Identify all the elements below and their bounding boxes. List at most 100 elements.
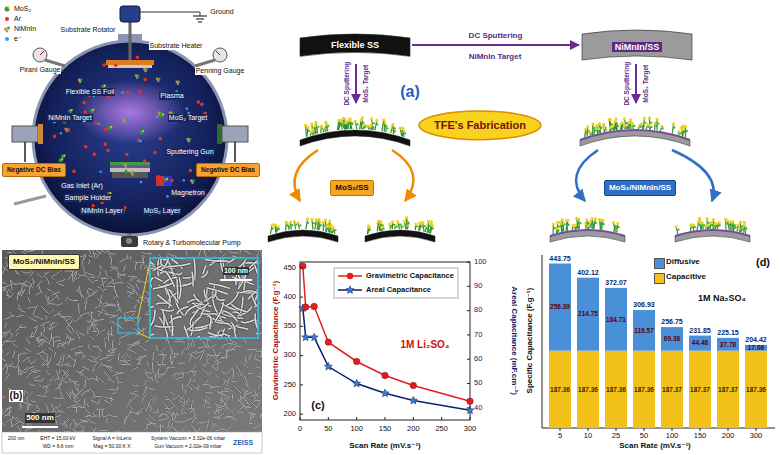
sem-image [206,419,208,429]
sem-image [156,345,157,351]
sem-image [120,364,131,366]
sem-image [89,336,94,340]
plasma-particle [71,109,73,111]
sem-image [261,414,262,421]
sem-image [261,361,262,365]
plasma-particle [157,175,161,179]
sem-image [70,423,72,428]
sem-image [112,322,121,326]
sem-image [54,397,64,399]
coated-foil [611,128,613,130]
sem-image [93,362,98,372]
coated-foil [656,119,657,131]
coated-foil [621,121,624,124]
process-arrow [355,64,357,103]
sem-image [106,418,108,424]
sem-image [17,308,25,312]
sem-image [175,421,182,422]
sem-image [222,430,228,432]
sem-image [220,347,224,349]
plasma-particle [127,117,130,120]
sem-image [24,390,26,395]
coated-foil [394,127,396,129]
sputtering-chamber [112,172,148,178]
sem-image [56,303,63,305]
sem-image [8,366,15,367]
coated-foil [291,224,293,226]
sem-image [245,357,247,364]
coated-foil [708,226,710,228]
coated-foil [426,227,428,229]
sem-image [97,271,101,278]
sem-image [185,251,187,255]
coated-foil [719,224,721,226]
sem-image [179,401,184,404]
coated-foil [432,227,434,229]
sem-image [17,291,19,300]
sem-image [82,256,85,265]
sputtering-chamber [193,15,207,16]
plasma-particle [114,63,118,67]
sem-image [114,285,116,292]
sem-image [220,347,224,349]
coated-foil [614,117,617,120]
sem-image [124,312,126,321]
sem-image [147,372,153,373]
sem-image [82,256,85,265]
sem-image [215,429,220,431]
coated-foil [644,122,646,124]
coated-foil [329,221,331,232]
plasma-particle [136,55,140,59]
sem-image [170,392,175,395]
sem-image [8,289,11,293]
sem-image [184,389,186,394]
sem-image [230,409,234,412]
sem-image [245,357,247,364]
sem-image [2,396,5,398]
sem-image [92,396,103,398]
coated-foil [613,120,616,123]
coated-foil [716,225,718,227]
sem-image [135,304,138,309]
sem-image [72,429,77,431]
coated-foil [679,132,681,134]
sem-image [113,373,123,376]
coated-foil [743,222,745,233]
plasma-particle [60,132,63,135]
sem-image [117,301,119,307]
sem-image [43,324,44,332]
sem-image [151,396,156,401]
sem-image [247,251,249,255]
coated-foil [401,130,403,132]
sem-image [98,363,102,369]
sem-image [237,411,243,413]
coated-foil [340,123,342,125]
sem-image [16,324,22,331]
sem-image [146,387,155,389]
sem-image [206,407,211,408]
coated-foil [388,222,391,225]
sem-image [18,373,23,375]
sem-image [36,405,39,409]
coated-foil [694,226,696,228]
sem-image [17,291,19,300]
sem-image [58,403,61,408]
coated-foil [430,221,433,224]
sem-image [142,252,151,254]
sem-image [36,326,37,331]
coated-foil [734,227,736,229]
sem-image [159,426,164,427]
sem-image [227,407,234,414]
sem-image [105,397,115,399]
sem-image [95,306,100,308]
sem-image [186,342,189,350]
sem-image [254,395,256,400]
plasma-particle [125,153,129,157]
sem-image [199,250,202,257]
sem-image [79,312,89,316]
coated-foil [629,118,632,121]
sem-image [97,347,102,352]
sem-image [160,424,161,432]
sem-image [188,385,192,390]
sem-image [52,292,61,295]
